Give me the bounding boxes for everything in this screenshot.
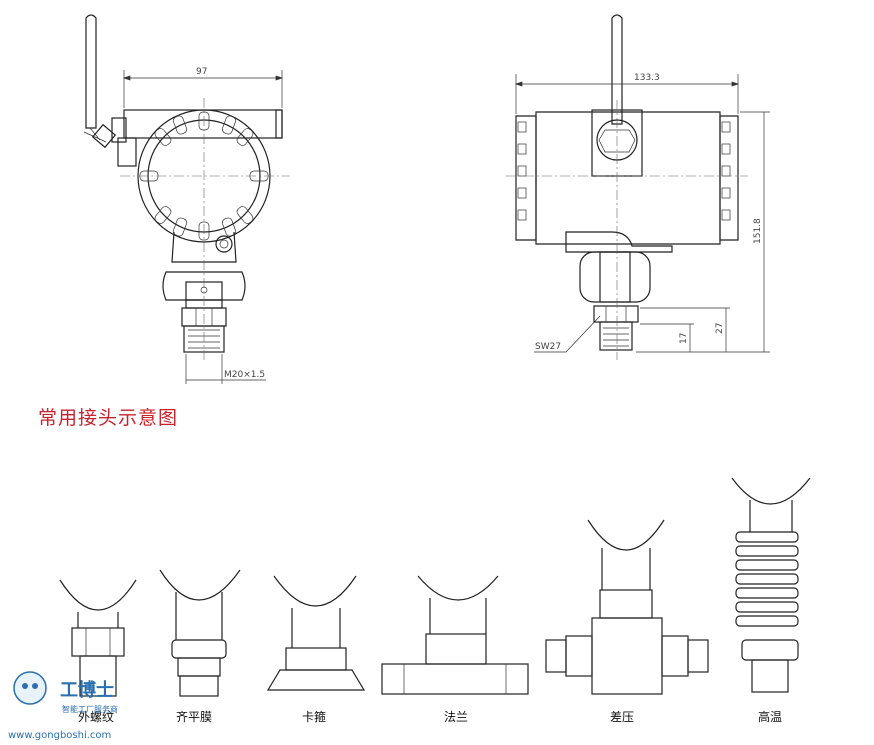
caption-flush-diaphragm: 齐平膜	[176, 709, 212, 724]
dim-width-side: 97	[196, 67, 207, 77]
connector-external-thread	[59, 579, 137, 697]
side-view: 97 M20×1.5	[83, 14, 290, 384]
caption-clamp: 卡箍	[302, 709, 326, 724]
connector-differential-pressure	[545, 519, 709, 695]
connector-clamp	[266, 575, 366, 691]
watermark-url: www.gongboshi.com	[8, 730, 111, 741]
caption-external-thread: 外螺纹	[78, 710, 114, 724]
dim-thread: M20×1.5	[224, 370, 265, 380]
caption-high-temp: 高温	[758, 709, 782, 724]
watermark-logo: 工博士 智能工厂服务商 www.gongboshi.com	[8, 671, 118, 741]
dim-wrench: SW27	[535, 342, 561, 352]
watermark-slogan: 智能工厂服务商	[62, 704, 118, 714]
caption-differential: 差压	[610, 710, 634, 724]
mascot-icon	[13, 671, 47, 705]
dim-width-front: 133.3	[634, 73, 660, 83]
connector-high-temperature	[731, 477, 811, 693]
watermark-brand: 工博士	[60, 679, 114, 701]
dim-height-total: 151.8	[753, 218, 763, 244]
antenna-icon	[611, 14, 623, 125]
antenna-icon	[85, 14, 97, 129]
dim-17: 17	[679, 333, 689, 344]
front-view: 133.3 151.8 27 17 SW27	[506, 14, 770, 360]
connector-flush-diaphragm	[159, 569, 241, 697]
dim-27: 27	[715, 323, 725, 334]
section-title: 常用接头示意图	[38, 407, 179, 429]
connector-flange	[381, 575, 529, 695]
caption-flange: 法兰	[444, 710, 468, 724]
